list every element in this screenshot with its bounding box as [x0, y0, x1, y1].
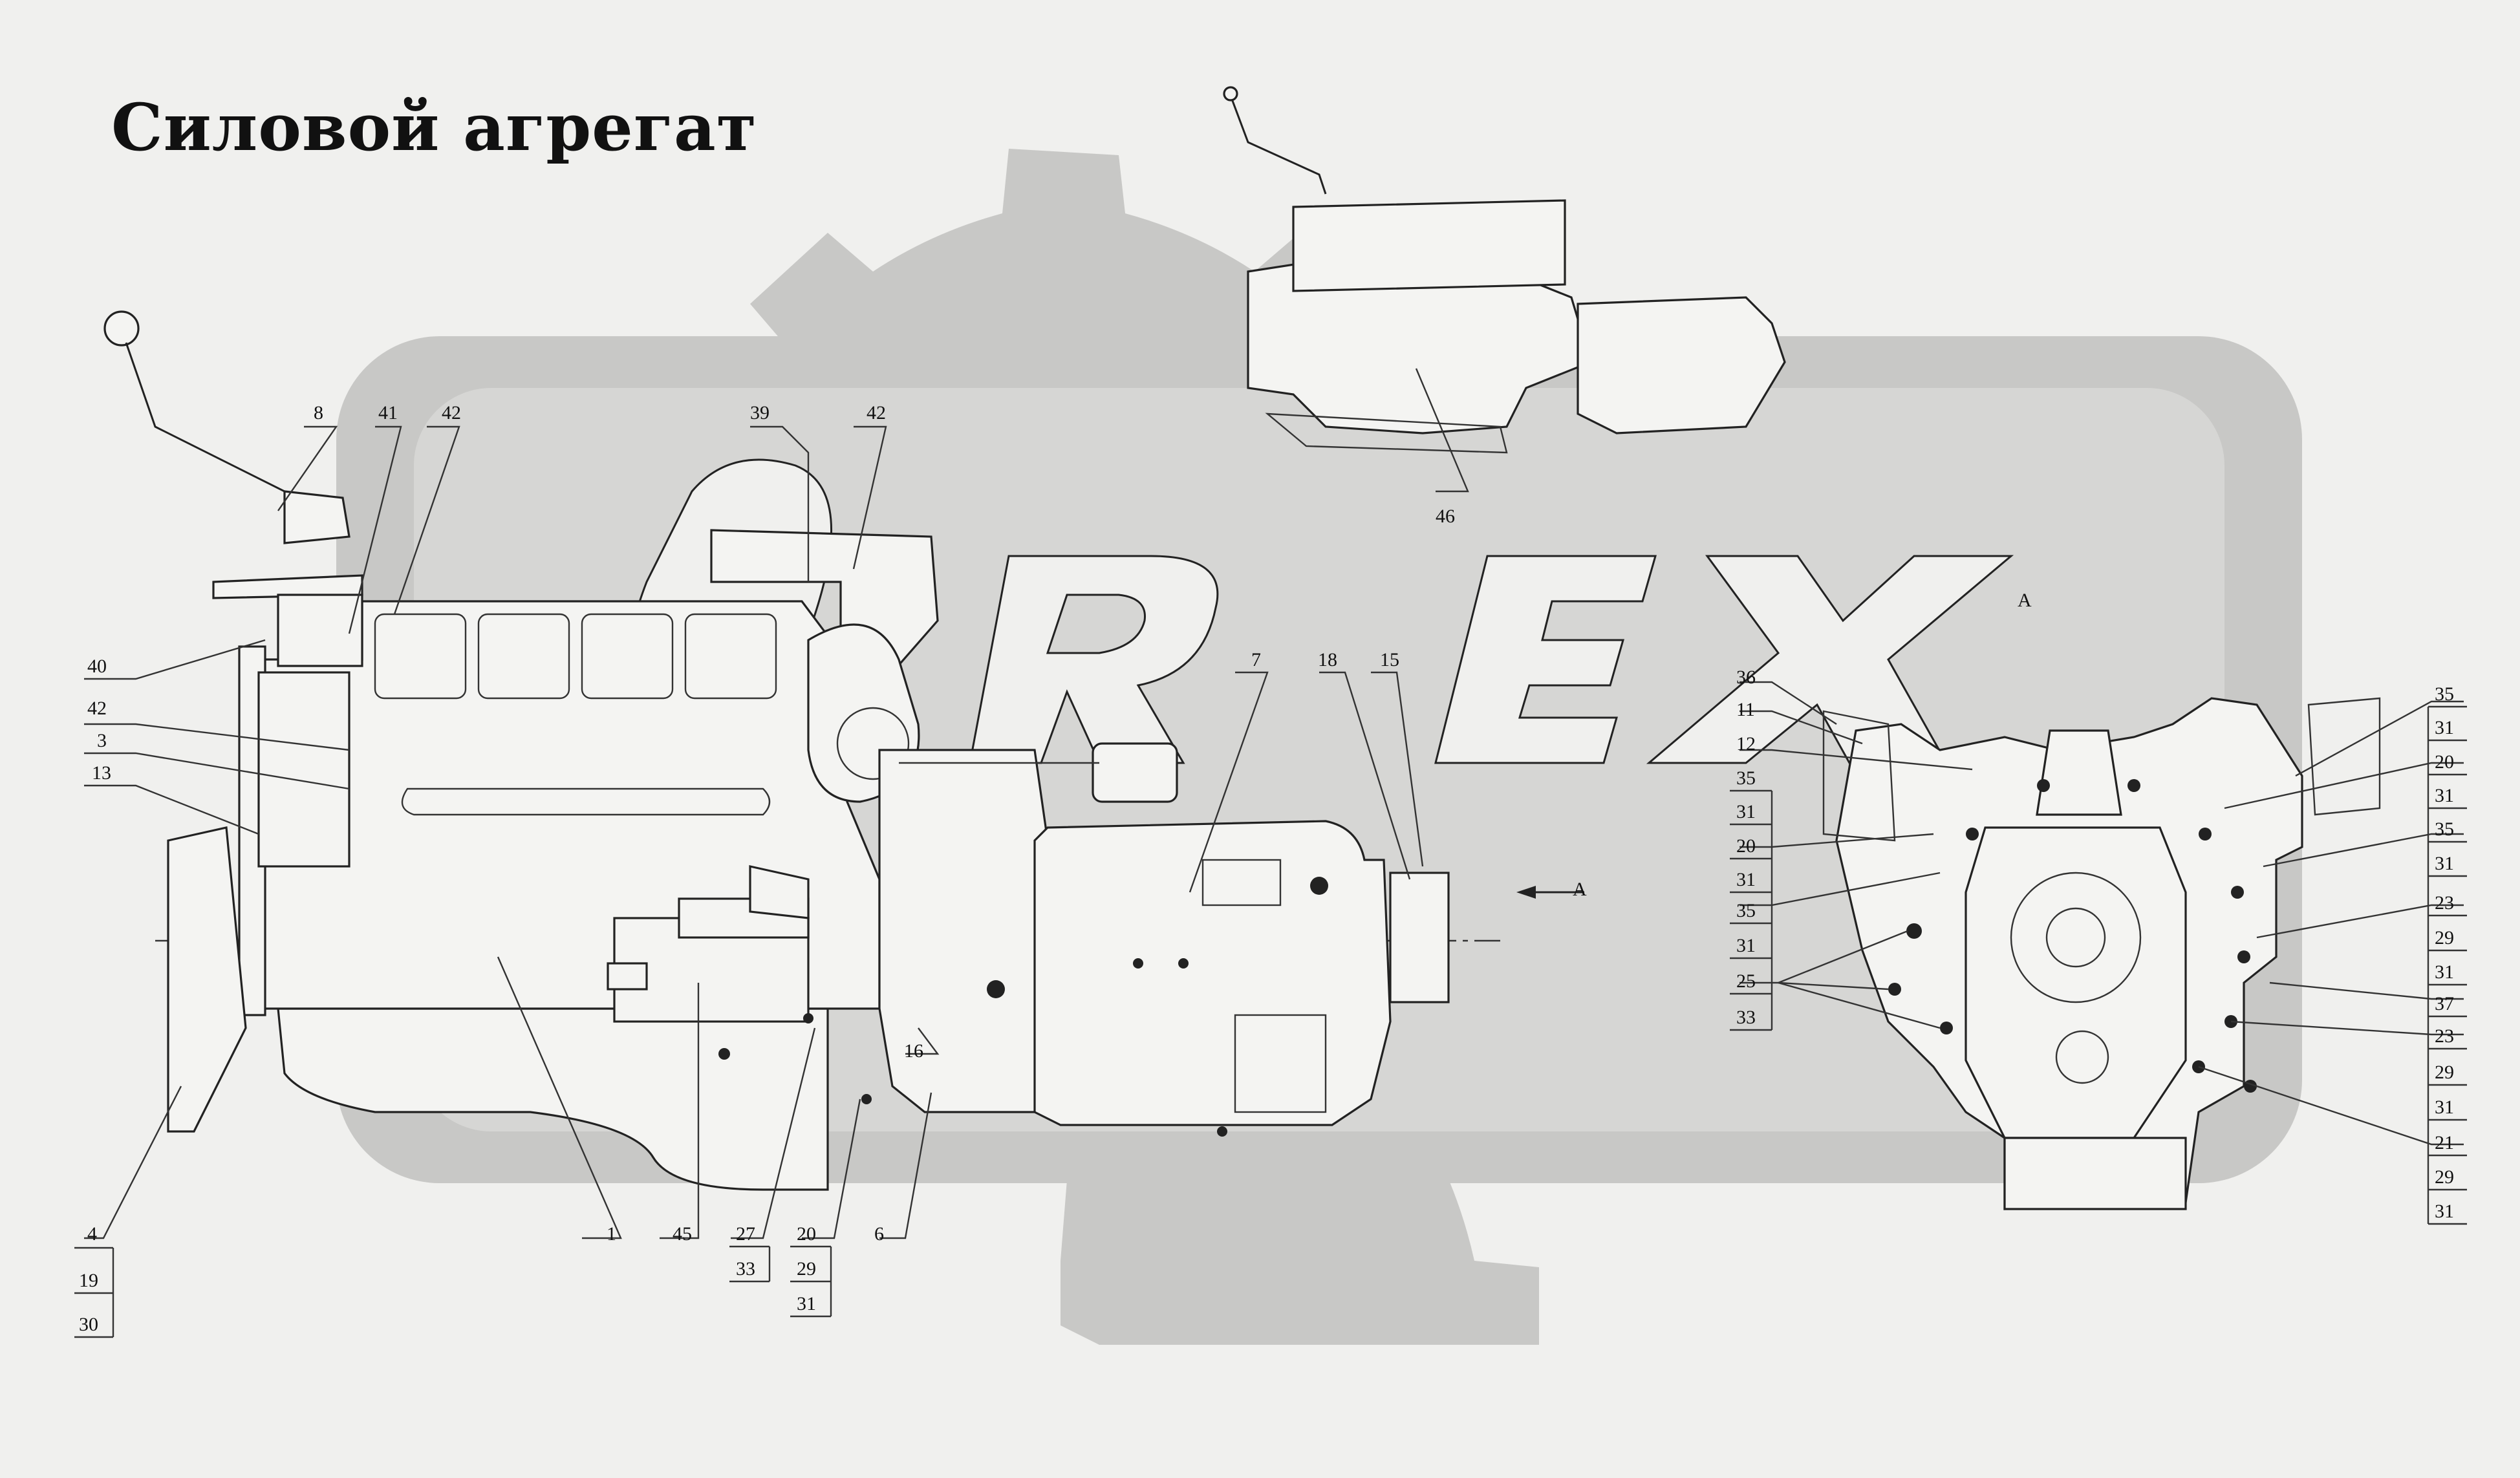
callout-20: 20 [2435, 751, 2454, 773]
callout-15: 15 [1380, 649, 1399, 670]
callout-8: 8 [314, 402, 323, 423]
callout-16: 16 [904, 1040, 923, 1062]
callout-20: 20 [797, 1223, 816, 1245]
front-view-a [1822, 697, 2381, 1210]
callout-42: 42 [87, 698, 107, 719]
callout-39: 39 [750, 402, 770, 423]
callout-42: 42 [867, 402, 886, 423]
inset-lever [1229, 95, 1327, 195]
callout-46: 46 [1436, 506, 1455, 527]
callout-21: 21 [2435, 1132, 2454, 1153]
callout-underlines [74, 705, 2467, 1338]
callout-31: 31 [2435, 785, 2454, 806]
view-marker-a: А [2018, 590, 2032, 611]
callout-13: 13 [92, 762, 111, 784]
callout-41: 41 [378, 402, 398, 423]
callout-27: 27 [736, 1223, 755, 1245]
callout-11: 11 [1736, 699, 1755, 720]
callout-31: 31 [797, 1293, 816, 1314]
callout-19: 19 [79, 1270, 98, 1291]
callout-40: 40 [87, 656, 107, 677]
callout-33: 33 [736, 1258, 755, 1280]
front-view-right-manifold [2307, 697, 2381, 816]
front-view-output-flange [2036, 729, 2122, 816]
callout-29: 29 [2435, 927, 2454, 948]
callout-35: 35 [1736, 900, 1756, 921]
gearbox-housing [1033, 820, 1392, 1126]
clutch-housing [878, 749, 1049, 1113]
callout-31: 31 [2435, 961, 2454, 983]
callout-23: 23 [2435, 892, 2454, 914]
callout-20: 20 [1736, 835, 1756, 857]
gearbox-shift-tower [1092, 742, 1178, 803]
gear-shift-lever [103, 310, 363, 667]
callout-35: 35 [2435, 819, 2454, 840]
radiator-shroud [167, 826, 247, 1133]
callout-31: 31 [2435, 853, 2454, 874]
inset-oil-pan [1265, 412, 1508, 454]
callout-4: 4 [87, 1223, 97, 1245]
callout-23: 23 [2435, 1025, 2454, 1047]
callout-42: 42 [442, 402, 461, 423]
callout-31: 31 [2435, 717, 2454, 738]
callout-33: 33 [1736, 1007, 1756, 1028]
cylinder-head-covers [374, 613, 777, 700]
callout-36: 36 [1736, 667, 1756, 688]
starter-motor [607, 865, 810, 1023]
callout-31: 31 [2435, 1097, 2454, 1118]
watermark-letter-e [1434, 555, 1657, 764]
callout-7: 7 [1251, 649, 1261, 670]
callout-31: 31 [1736, 801, 1756, 822]
side-view-assembly [103, 310, 1584, 1191]
bolts [718, 877, 1328, 1137]
flywheel-cover-circle [836, 707, 910, 780]
gearbox-output-flange [1389, 872, 1450, 1003]
front-view-flywheel-housing [1965, 826, 2187, 1139]
callout-18: 18 [1318, 649, 1337, 670]
callout-30: 30 [79, 1314, 98, 1335]
callout-29: 29 [797, 1258, 816, 1280]
front-view-left-manifold [1822, 710, 1896, 842]
oil-pan [277, 1007, 829, 1191]
callout-12: 12 [1736, 733, 1756, 755]
callout-35: 35 [1736, 767, 1756, 789]
watermark-letter-r [969, 555, 1219, 764]
inset-head [1292, 199, 1566, 292]
callout-45: 45 [673, 1223, 692, 1245]
page-title: Силовой агрегат [111, 89, 757, 166]
front-support [257, 671, 350, 868]
exhaust-manifold [401, 787, 771, 816]
callout-31: 31 [2435, 1201, 2454, 1222]
callout-31: 31 [1736, 869, 1756, 890]
callout-6: 6 [874, 1223, 884, 1245]
callout-25: 25 [1736, 970, 1756, 992]
front-view-clutch-disk [2010, 872, 2142, 1003]
front-view-lower-boss [2055, 1030, 2109, 1084]
callout-labels: 8 41 42 39 42 40 42 3 13 7 18 15 46 16 4… [79, 402, 2454, 1335]
callout-29: 29 [2435, 1166, 2454, 1188]
inset-gearbox [1577, 296, 1786, 434]
inset-lever-knob [1223, 86, 1238, 102]
inset-view [1223, 86, 1786, 454]
callout-37: 37 [2435, 993, 2454, 1014]
arrow-label-a: А [1573, 879, 1587, 900]
callout-31: 31 [1736, 935, 1756, 956]
callout-3: 3 [97, 730, 107, 751]
front-view-hub [2045, 907, 2106, 968]
gearbox-side-cover [1234, 1014, 1327, 1113]
callout-1: 1 [607, 1223, 616, 1245]
gearbox-nameplate [1201, 859, 1282, 906]
callout-35: 35 [2435, 683, 2454, 705]
callout-29: 29 [2435, 1062, 2454, 1083]
view-arrow-a [1516, 886, 1584, 899]
front-view-bottom [2003, 1137, 2187, 1210]
